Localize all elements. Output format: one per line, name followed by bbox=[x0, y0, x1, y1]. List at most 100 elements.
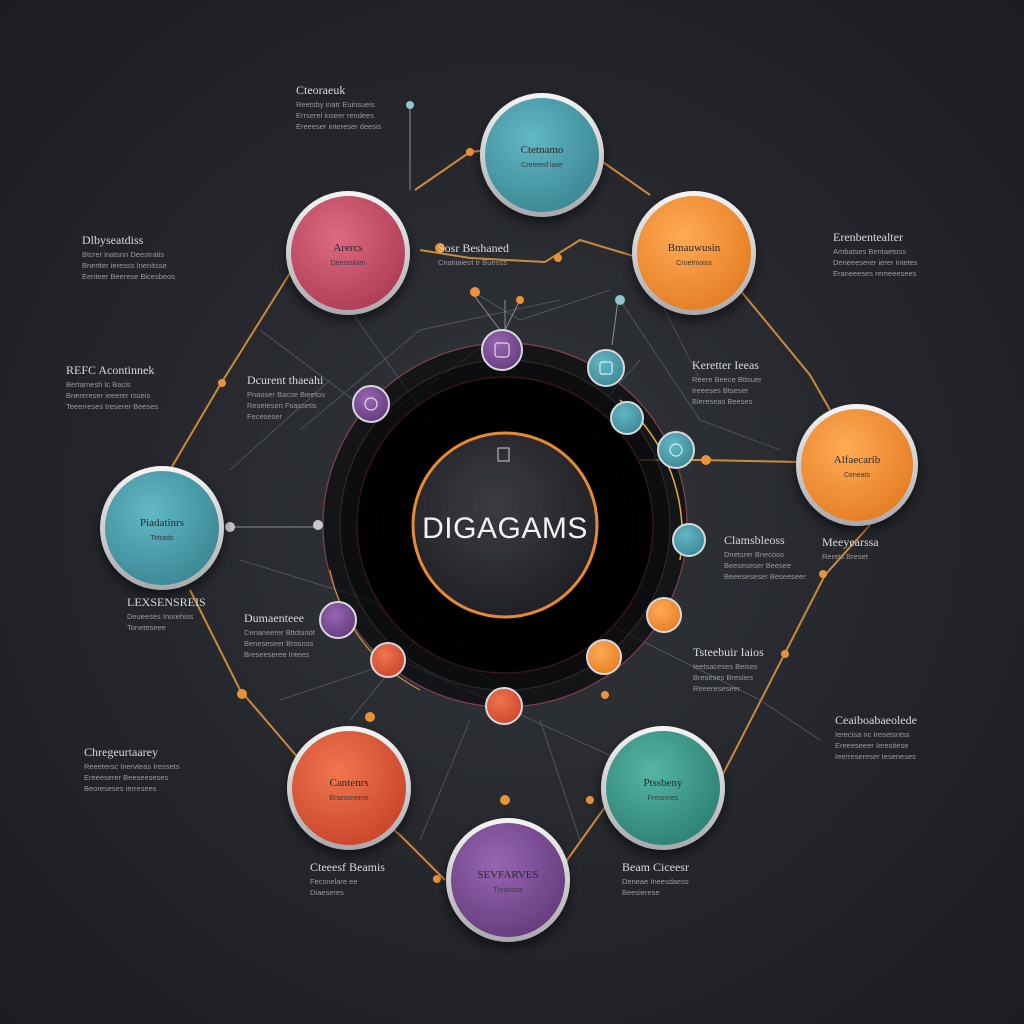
label-line: Teeerreses treserer Beeses bbox=[66, 402, 158, 411]
label-line: Bnerereser ieeerer rsseis bbox=[66, 391, 150, 400]
label-line: Rerets Breset bbox=[822, 552, 869, 561]
label-line: Reseteseri Fsassetis bbox=[247, 401, 317, 410]
node-subtitle: Tetrads bbox=[151, 535, 174, 542]
inner-node-teal-a[interactable] bbox=[587, 349, 625, 387]
inner-node-teal-c[interactable] bbox=[657, 431, 695, 469]
label-line: Beeseseser Beesee bbox=[724, 561, 791, 570]
inner-node-purple-low[interactable] bbox=[319, 601, 357, 639]
label-line: Fecsnelare ee bbox=[310, 877, 358, 886]
center-title: DIGAGAMS bbox=[422, 512, 588, 545]
label-line: Pnaoser Bacse Bieetos bbox=[247, 390, 325, 399]
node-disc bbox=[485, 98, 599, 212]
node-subtitle: Creteted laxe bbox=[521, 162, 563, 169]
label-line: Reetsby inatr Euinsueis bbox=[296, 100, 375, 109]
label-line: Beneseseer Brosnss bbox=[244, 639, 313, 648]
node-disc bbox=[606, 731, 720, 845]
label-line: Dnetsrer Bnecoos bbox=[724, 550, 784, 559]
inner-node-coral-bottom[interactable] bbox=[485, 687, 523, 725]
inner-node-orange-a[interactable] bbox=[646, 597, 682, 633]
label-line: Eenteer Beerese Bicesbeos bbox=[82, 272, 175, 281]
node-title: Ptssbeny bbox=[643, 777, 683, 789]
node-title: Piadatinrs bbox=[140, 517, 184, 529]
inner-node-teal-b[interactable] bbox=[610, 401, 644, 435]
label-line: Feceseser bbox=[247, 412, 283, 421]
label-line: Deueeses Inorehiss bbox=[127, 612, 194, 621]
label-line: Ereeeserer Beeseeseses bbox=[84, 773, 168, 782]
label-title: Clamsbleoss bbox=[724, 533, 785, 547]
node-disc bbox=[291, 196, 405, 310]
label-title: Tsteebuir Iaios bbox=[693, 645, 764, 659]
label-title: Cteoraeuk bbox=[296, 83, 345, 97]
label-title: Ceaiboabaeolede bbox=[835, 713, 917, 727]
label-title: Erenbentealter bbox=[833, 230, 903, 244]
label-line: Reeetersc Inervteas Iressets bbox=[84, 762, 180, 771]
label-title: Cteeesf Beamis bbox=[310, 860, 385, 874]
label-title: Dcurent thaeahi bbox=[247, 373, 324, 387]
label-line: Beoreseses ierresees bbox=[84, 784, 157, 793]
label-line: Breseeseree Intees bbox=[244, 650, 309, 659]
label-title: Beam Ciceesr bbox=[622, 860, 689, 874]
node-subtitle: Ersesoneme bbox=[329, 795, 368, 802]
label-title: REFC Acontinnek bbox=[66, 363, 154, 377]
node-title: Alfaecarib bbox=[834, 454, 881, 466]
inner-node-purple-left[interactable] bbox=[352, 385, 390, 423]
label-line: Bnertter ieresss Inenitsse bbox=[82, 261, 167, 270]
node-title: Bmauwusin bbox=[668, 242, 721, 254]
label-title: Dumaenteee bbox=[244, 611, 304, 625]
node-subtitle: Fresinnes bbox=[648, 795, 679, 802]
label-line: Eraneeeses remeeesees bbox=[833, 269, 917, 278]
label-line: Blereseas Beeses bbox=[692, 397, 753, 406]
label-line: Diaeseres bbox=[310, 888, 344, 897]
label-line: Deneae Ineesdaess bbox=[622, 877, 689, 886]
label-line: Ieetsaceses Beises bbox=[693, 662, 758, 671]
inner-node-purple-top[interactable] bbox=[481, 329, 523, 371]
label-title: Keretter Ieeas bbox=[692, 358, 759, 372]
label-title: LEXSENSREIS bbox=[127, 595, 206, 609]
label-line: Reeereseseer bbox=[693, 684, 741, 693]
label-line: Cenaneerer Bttdsiriot bbox=[244, 628, 316, 637]
node-subtitle: Ceneats bbox=[844, 472, 871, 479]
label-line: Ambatses Bentaetoss bbox=[833, 247, 906, 256]
inner-node-coral-low[interactable] bbox=[370, 642, 406, 678]
pin-dots-grey bbox=[225, 520, 323, 532]
node-disc bbox=[292, 731, 406, 845]
inner-node-teal-d[interactable] bbox=[672, 523, 706, 557]
label-title: Sosr Beshaned bbox=[438, 241, 509, 255]
label-line: Btcrer inatsnn Deestratis bbox=[82, 250, 164, 259]
inner-node-group bbox=[319, 329, 706, 725]
label-line: Ereeeseeer Ieresitese bbox=[835, 741, 908, 750]
pin-dots bbox=[406, 101, 625, 305]
node-disc bbox=[451, 823, 565, 937]
node-disc bbox=[637, 196, 751, 310]
node-title: Cantenrs bbox=[329, 777, 368, 789]
node-title: SEVFARVES bbox=[477, 869, 538, 881]
node-disc bbox=[105, 471, 219, 585]
node-title: Ctetnamo bbox=[521, 144, 564, 156]
inner-node-orange-b[interactable] bbox=[586, 639, 622, 675]
label-title: Dlbyseatdiss bbox=[82, 233, 144, 247]
label-line: Ereeeser intereser deesis bbox=[296, 122, 382, 131]
node-subtitle: Cruetmoiss bbox=[676, 260, 712, 267]
center-node[interactable]: DIGAGAMS bbox=[411, 431, 599, 619]
